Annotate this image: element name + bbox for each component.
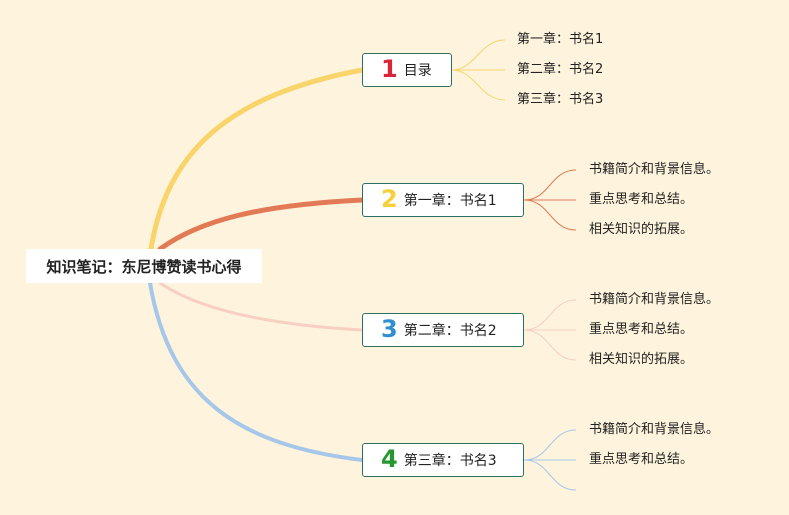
leaf-topic-2-2[interactable]: 重点思考和总结。 [589, 192, 694, 207]
leaf-topic-1-3[interactable]: 第三章：书名3 [517, 92, 604, 107]
number-3-icon: 3 [381, 315, 398, 343]
branch-topic-2-label: 第一章：书名1 [403, 193, 497, 209]
leaf-topic-4-1[interactable]: 书籍简介和背景信息。 [589, 422, 720, 437]
root-topic[interactable]: 知识笔记：东尼博赞读书心得 [26, 249, 262, 283]
branch-3-connector [158, 281, 364, 332]
branch-topic-4[interactable]: 4 第三章：书名3 [362, 443, 524, 477]
branch-1-leaf-connectors [451, 39, 506, 101]
leaf-topic-1-1[interactable]: 第一章：书名1 [517, 32, 604, 47]
number-2-icon: 2 [381, 185, 398, 213]
branch-topic-2[interactable]: 2 第一章：书名1 [362, 183, 524, 217]
leaf-topic-1-2[interactable]: 第二章：书名2 [517, 62, 604, 77]
number-1-icon: 1 [381, 55, 398, 83]
leaf-topic-2-1[interactable]: 书籍简介和背景信息。 [589, 162, 720, 177]
branch-topic-3-label: 第二章：书名2 [403, 323, 497, 339]
root-topic-label: 知识笔记：东尼博赞读书心得 [46, 257, 242, 276]
branch-topic-4-label: 第三章：书名3 [403, 453, 497, 469]
branch-3-leaf-connectors [523, 299, 577, 361]
leaf-topic-3-3[interactable]: 相关知识的拓展。 [589, 352, 694, 367]
number-4-icon: 4 [381, 445, 398, 473]
leaf-topic-3-1[interactable]: 书籍简介和背景信息。 [589, 292, 720, 307]
branch-topic-3[interactable]: 3 第二章：书名2 [362, 313, 524, 347]
branch-1-connector [147, 67, 365, 258]
branch-4-connector [148, 281, 364, 462]
branch-4-leaf-connectors [523, 429, 577, 491]
branch-2-leaf-connectors [523, 169, 577, 231]
leaf-topic-4-2[interactable]: 重点思考和总结。 [589, 452, 694, 467]
leaf-topic-2-3[interactable]: 相关知识的拓展。 [589, 222, 694, 237]
branch-topic-1[interactable]: 1 目录 [362, 53, 452, 87]
branch-topic-1-label: 目录 [403, 63, 432, 79]
leaf-topic-3-2[interactable]: 重点思考和总结。 [589, 322, 694, 337]
branch-2-connector [157, 197, 365, 252]
